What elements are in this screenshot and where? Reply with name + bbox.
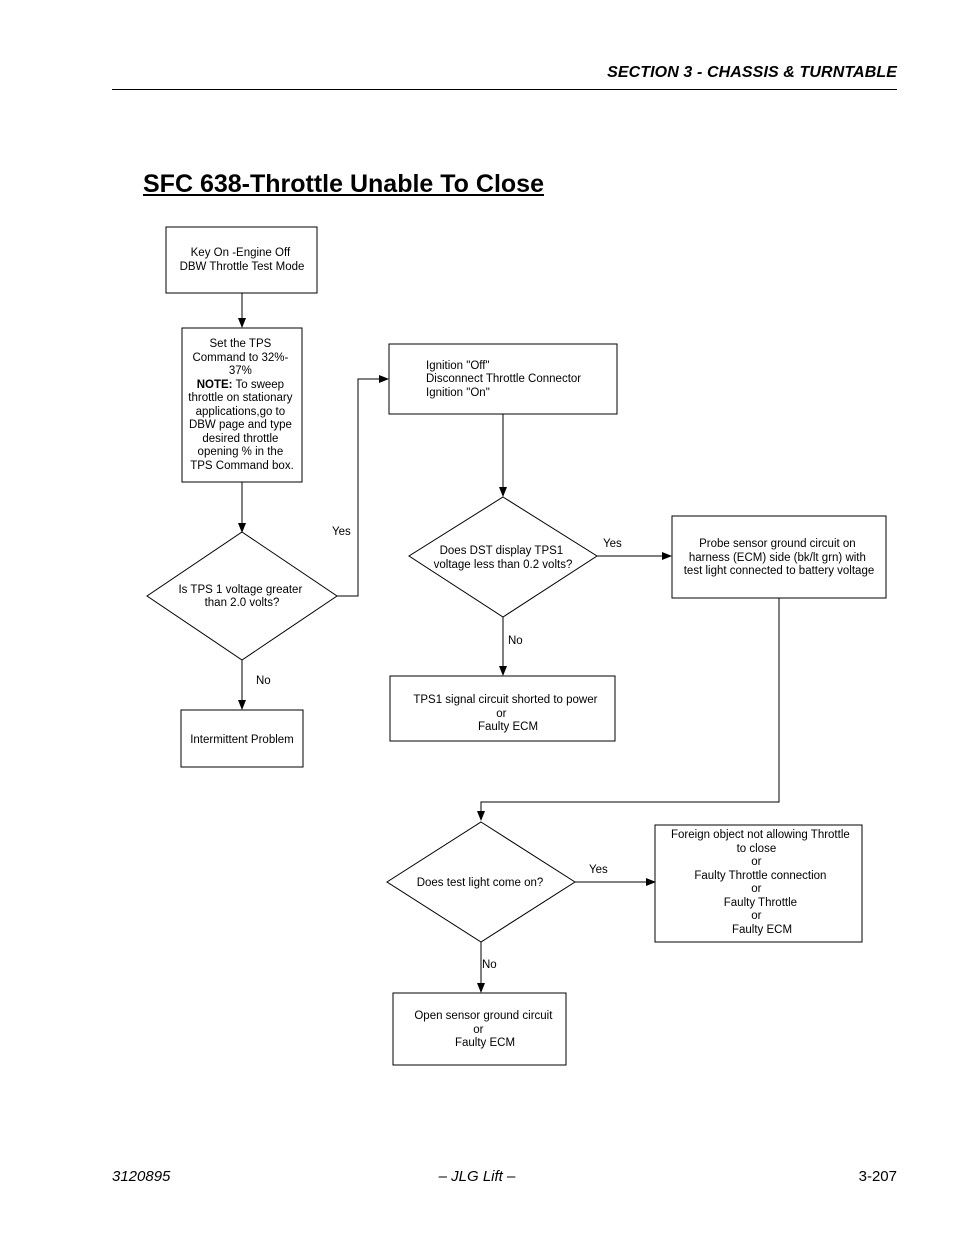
decision-tps1-voltage-text: Is TPS 1 voltage greater than 2.0 volts? <box>178 584 305 609</box>
label-no-2: No <box>508 635 523 647</box>
node-tps1-short-text: TPS1 signal circuit shorted to power or … <box>413 694 600 733</box>
node-ignition <box>388 343 618 415</box>
decision-tps1-voltage <box>146 531 338 661</box>
page-title: SFC 638-Throttle Unable To Close <box>143 170 544 198</box>
decision-dst-display <box>408 496 598 618</box>
page-number: 3-207 <box>858 1168 897 1185</box>
node-intermittent-text: Intermittent Problem <box>190 734 294 746</box>
node-intermittent <box>180 709 304 768</box>
node-key-on-text: Key On -Engine Off DBW Throttle Test Mod… <box>180 247 305 273</box>
header-divider <box>112 89 897 90</box>
section-title: SECTION 3 - CHASSIS & TURNTABLE <box>607 64 897 81</box>
node-tps1-short <box>389 675 616 742</box>
node-set-tps <box>181 327 303 483</box>
node-key-on <box>165 226 318 294</box>
label-no-3: No <box>482 959 497 971</box>
label-yes-1: Yes <box>332 526 351 538</box>
decision-test-light-text: Does test light come on? <box>417 877 544 889</box>
decision-dst-display-text: Does DST display TPS1 voltage less than … <box>434 545 573 571</box>
node-set-tps-text: Set the TPS Command to 32%- 37% NOTE: To… <box>188 338 295 472</box>
label-no-1: No <box>256 675 271 687</box>
connector-probe-testlight <box>477 598 780 821</box>
label-yes-2: Yes <box>603 538 622 550</box>
node-ignition-text: Ignition "Off" Disconnect Throttle Conne… <box>426 360 584 399</box>
decision-test-light <box>386 821 576 943</box>
publisher-footer: – JLG Lift – <box>438 1168 516 1185</box>
label-yes-3: Yes <box>589 864 608 876</box>
node-foreign-object-text: Foreign object not allowing Throttle to … <box>671 829 853 936</box>
node-probe-text: Probe sensor ground circuit on harness (… <box>684 538 875 577</box>
connector-decision-yes-ignition <box>337 375 389 597</box>
node-foreign-object <box>654 824 863 943</box>
doc-number: 3120895 <box>112 1168 171 1185</box>
node-open-ground <box>392 992 567 1066</box>
node-open-ground-text: Open sensor ground circuit or Faulty ECM <box>414 1010 555 1049</box>
node-probe <box>671 515 887 599</box>
